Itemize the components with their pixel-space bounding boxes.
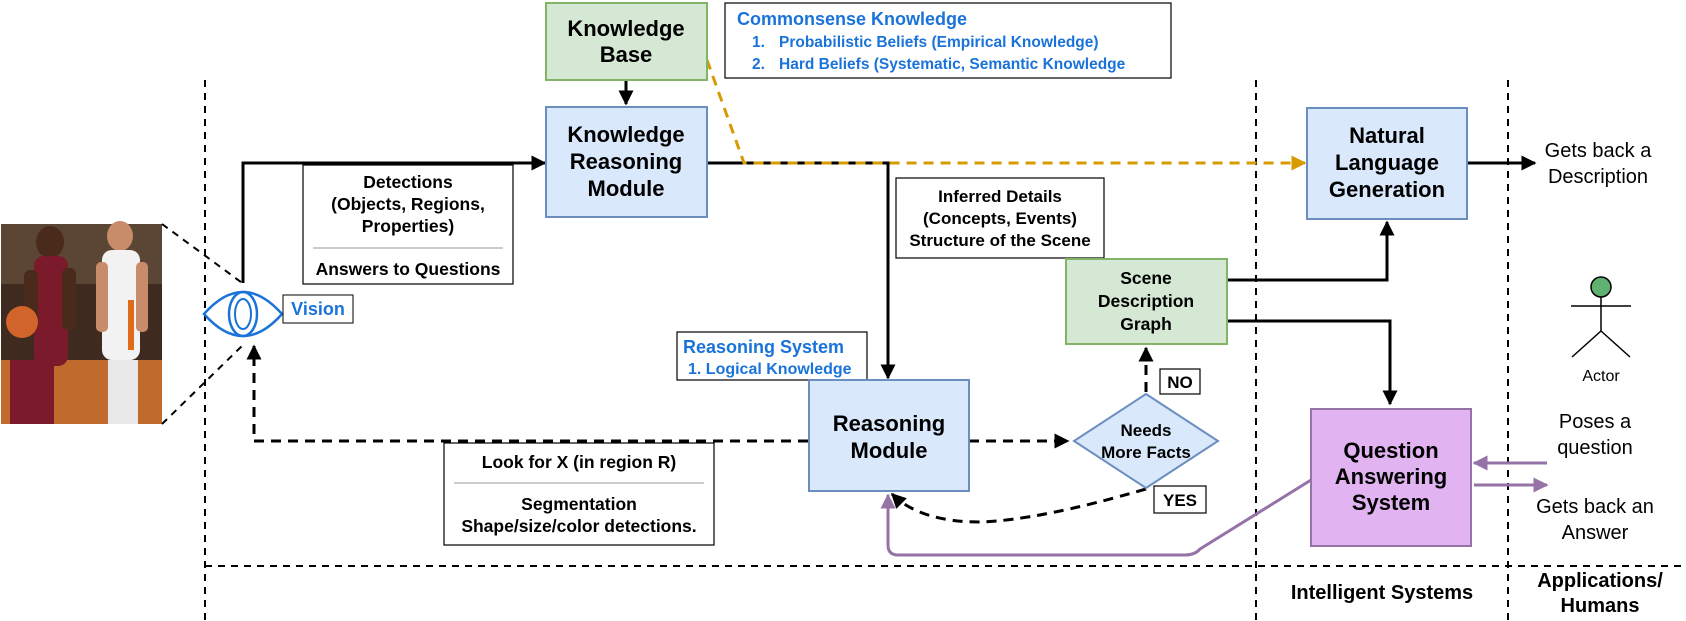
nlg-line-1: Natural bbox=[1349, 123, 1425, 148]
node-needs-more-facts[interactable]: Needs More Facts bbox=[1072, 392, 1220, 490]
inferred-line-1: Inferred Details bbox=[938, 187, 1062, 206]
kr-module-line-3: Module bbox=[588, 176, 665, 201]
kr-module-line-1: Knowledge bbox=[567, 122, 684, 147]
svg-text:Generation: Generation bbox=[1329, 177, 1445, 202]
look-for-top: Look for X (in region R) bbox=[482, 452, 676, 472]
question-line-2: question bbox=[1557, 437, 1633, 459]
edge-reasoning-to-vision bbox=[246, 344, 808, 443]
knowledge-base-line-2: Base bbox=[600, 42, 653, 67]
edge-scene-to-nlg bbox=[1226, 220, 1395, 282]
node-reasoning-module[interactable]: Reasoning Module bbox=[808, 379, 970, 492]
detections-answers: Answers to Questions bbox=[316, 259, 501, 279]
commonsense-title: Commonsense Knowledge bbox=[737, 9, 967, 29]
region-applications-line-1: Applications/ bbox=[1537, 570, 1663, 592]
svg-text:Module: Module bbox=[588, 176, 665, 201]
svg-text:Base: Base bbox=[600, 42, 653, 67]
edge-vision-to-kr bbox=[241, 155, 547, 283]
nlg-line-3: Generation bbox=[1329, 177, 1445, 202]
detections-line-1: Detections bbox=[363, 172, 453, 192]
region-intelligent-systems: Intelligent Systems bbox=[1291, 582, 1473, 604]
description-line-2: Description bbox=[1548, 166, 1648, 188]
reasoning-module-line-1: Reasoning bbox=[833, 411, 945, 436]
needs-facts-line-1: Needs bbox=[1120, 421, 1171, 440]
qa-line-3: System bbox=[1352, 490, 1430, 515]
answer-line-2: Answer bbox=[1562, 522, 1629, 544]
question-line-1: Poses a bbox=[1559, 411, 1632, 433]
svg-text:2.: 2. bbox=[752, 56, 765, 73]
edge-kb-to-nlg bbox=[705, 59, 1307, 171]
commonsense-item-1: Probabilistic Beliefs (Empirical Knowled… bbox=[779, 34, 1099, 51]
commonsense-knowledge-box: Commonsense Knowledge 1. Probabilistic B… bbox=[724, 2, 1172, 79]
view-cone-lines bbox=[161, 223, 246, 425]
svg-text:Language: Language bbox=[1335, 150, 1439, 175]
node-scene-description-graph[interactable]: Scene Description Graph bbox=[1065, 258, 1228, 345]
scene-graph-line-2: Description bbox=[1098, 291, 1194, 311]
detections-box: Detections (Objects, Regions, Properties… bbox=[302, 164, 514, 285]
purple-connectors bbox=[880, 455, 1549, 557]
node-natural-language-generation[interactable]: Natural Language Generation bbox=[1306, 107, 1468, 220]
edge-scene-to-qa bbox=[1226, 319, 1398, 406]
knowledge-base-line-1: Knowledge bbox=[567, 16, 684, 41]
look-for-bottom-2: Shape/size/color detections. bbox=[461, 516, 696, 536]
reasoning-system-title: Reasoning System bbox=[683, 337, 844, 357]
no-label: NO bbox=[1167, 373, 1193, 392]
region-applications-line-2: Humans bbox=[1561, 595, 1640, 617]
yes-label: YES bbox=[1163, 491, 1197, 510]
edge-kr-to-reasoning bbox=[707, 161, 896, 380]
scene-graph-line-1: Scene bbox=[1120, 268, 1172, 288]
svg-text:Knowledge: Knowledge bbox=[567, 122, 684, 147]
yes-label-box bbox=[1153, 485, 1207, 514]
eye-icon bbox=[202, 290, 284, 338]
look-for-bottom-1: Segmentation bbox=[521, 494, 637, 514]
inferred-line-2: (Concepts, Events) bbox=[923, 209, 1077, 228]
no-label-box bbox=[1159, 368, 1201, 395]
node-knowledge-base[interactable]: Knowledge Base bbox=[545, 2, 708, 81]
look-for-box: Look for X (in region R) Segmentation Sh… bbox=[443, 442, 715, 546]
edge-qa-to-reasoning bbox=[880, 478, 1312, 557]
dashed-connectors bbox=[246, 344, 1154, 524]
inferred-details-box: Inferred Details (Concepts, Events) Stru… bbox=[895, 177, 1105, 259]
svg-text:1.: 1. bbox=[752, 34, 765, 51]
solid-connectors bbox=[241, 80, 1537, 406]
qa-line-2: Answering bbox=[1335, 464, 1447, 489]
reasoning-system-box: Reasoning System 1. Logical Knowledge bbox=[676, 331, 868, 381]
vision-label: Vision bbox=[291, 299, 345, 319]
inferred-line-3: Structure of the Scene bbox=[909, 231, 1090, 250]
scene-graph-line-3: Graph bbox=[1120, 314, 1172, 334]
actor-stick-figure-icon bbox=[1571, 276, 1631, 358]
detections-line-3: Properties) bbox=[362, 216, 454, 236]
nlg-line-2: Language bbox=[1335, 150, 1439, 175]
svg-text:Reasoning: Reasoning bbox=[570, 149, 682, 174]
reasoning-module-line-2: Module bbox=[851, 438, 928, 463]
needs-facts-line-2: More Facts bbox=[1101, 443, 1191, 462]
detections-line-2: (Objects, Regions, bbox=[331, 194, 485, 214]
vision-label-box bbox=[282, 294, 354, 324]
reasoning-system-item-1: 1. Logical Knowledge bbox=[688, 361, 852, 378]
node-question-answering-system[interactable]: Question Answering System bbox=[1310, 408, 1472, 547]
answer-line-1: Gets back an bbox=[1536, 496, 1654, 518]
edge-decision-yes-to-reasoning bbox=[890, 487, 1147, 524]
description-line-1: Gets back a bbox=[1545, 140, 1653, 162]
svg-text:Knowledge: Knowledge bbox=[567, 16, 684, 41]
kr-module-line-2: Reasoning bbox=[570, 149, 682, 174]
actor-label: Actor bbox=[1582, 368, 1620, 385]
node-knowledge-reasoning-module[interactable]: Knowledge Reasoning Module bbox=[545, 106, 708, 218]
basketball-players-photo bbox=[1, 221, 162, 424]
svg-text:Natural: Natural bbox=[1349, 123, 1425, 148]
qa-line-1: Question bbox=[1343, 438, 1438, 463]
commonsense-item-2: Hard Beliefs (Systematic, Semantic Knowl… bbox=[779, 56, 1126, 73]
